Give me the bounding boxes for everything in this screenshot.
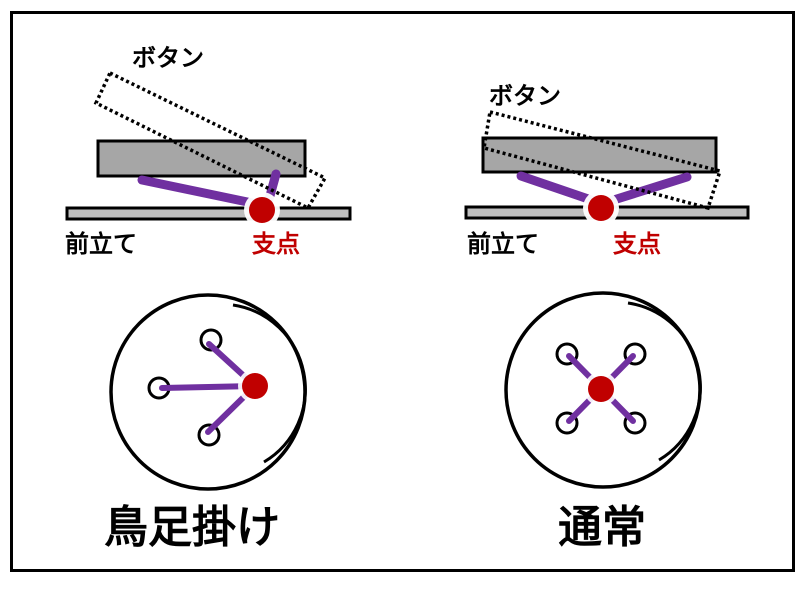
left-fabric-placket <box>65 206 352 221</box>
left-button-rim-arc <box>232 303 307 464</box>
left-hole-top <box>199 328 223 352</box>
right-fulcrum-dot <box>588 195 614 221</box>
left-side-view <box>65 70 352 228</box>
right-center-dot <box>588 376 614 402</box>
diagram-frame <box>10 11 795 572</box>
left-fulcrum-label: 支点 <box>252 230 300 258</box>
right-top-view <box>504 291 702 489</box>
right-front-placket-label: 前立て <box>467 230 539 258</box>
right-button-label: ボタン <box>489 82 561 110</box>
left-top-view <box>109 293 307 491</box>
right-button-dotted-outline <box>482 109 723 211</box>
right-side-view <box>464 109 750 226</box>
right-button-body <box>481 136 718 174</box>
left-center-dot <box>242 373 268 399</box>
right-button-rim-arc <box>627 301 702 462</box>
left-button-label: ボタン <box>132 44 204 72</box>
right-thread-shank-b <box>599 172 692 208</box>
left-caption: 鳥足掛け <box>104 502 280 553</box>
left-button-body <box>96 139 307 178</box>
left-thread-shank-a <box>137 175 267 210</box>
right-caption: 通常 <box>558 502 646 553</box>
left-fulcrum-dot <box>249 197 275 223</box>
right-fulcrum-label: 支点 <box>613 230 661 258</box>
left-front-placket-label: 前立て <box>65 230 137 258</box>
